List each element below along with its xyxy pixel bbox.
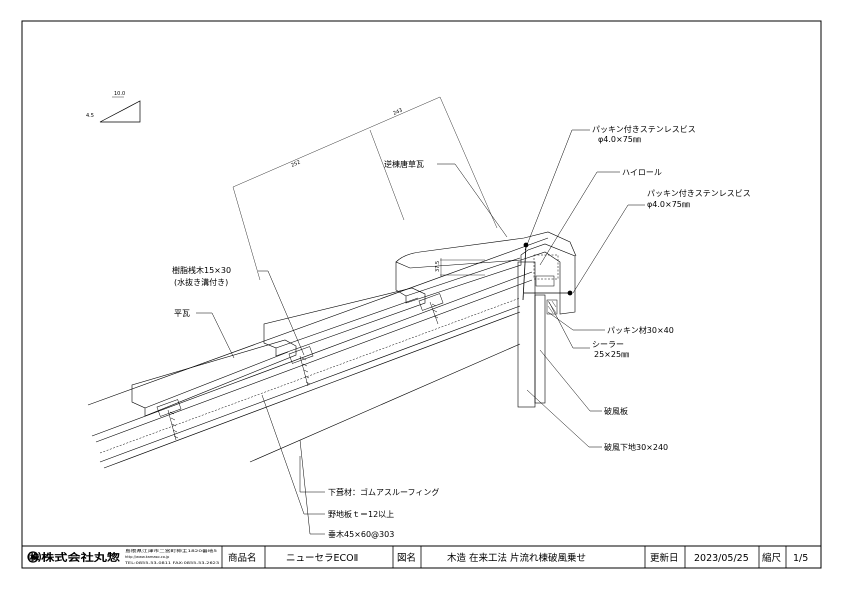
product-value: ニューセラECOⅡ [286, 553, 358, 564]
scale-value: 1/5 [793, 553, 808, 564]
dimension-lines [232, 96, 498, 281]
label-barge-base: 破風下地30×240 [604, 442, 668, 452]
resin-battens [156, 293, 444, 417]
drawing-area [87, 96, 645, 535]
product-label: 商品名 [228, 552, 257, 564]
label-batten-2: (水抜き溝付き) [174, 277, 228, 287]
label-sealer-2: 25×25㎜ [594, 350, 629, 359]
label-screw-right-1: パッキン付きステンレスビス [647, 188, 751, 198]
label-rafter: 垂木45×60@303 [328, 529, 394, 539]
sheet-frame [21, 20, 822, 569]
label-ridge-tile: 逆棟唐草瓦 [384, 159, 424, 169]
company-address: 島根県江津市二宮町神主1820番地5 [125, 548, 217, 553]
label-sealer-1: シーラー [592, 340, 624, 349]
label-flat-tile: 平瓦 [174, 309, 190, 318]
company-tel-fax: TEL:0855-53-0811 FAX:0855-53-2623 [124, 561, 219, 565]
roof-structure-lines [87, 237, 549, 469]
slope-indicator [99, 96, 141, 123]
updated-value: 2023/05/25 [694, 553, 749, 564]
company-url: http://www.kamaso.co.jp [125, 555, 170, 559]
drawing-value: 木造 在来工法 片流れ棟破風乗せ [447, 552, 586, 564]
scale-label: 縮尺 [762, 552, 782, 564]
label-hi-roll: ハイロール [622, 168, 662, 177]
batten-screws [167, 301, 439, 441]
barge-board-assembly [517, 254, 559, 408]
label-screw-right-2: φ4.0×75㎜ [647, 200, 690, 209]
tile-width-left-text: 252 [290, 159, 301, 168]
updated-label: 更新日 [650, 552, 679, 564]
leader-lines [196, 129, 645, 535]
ridge-tile [395, 231, 577, 315]
drawing-label: 図名 [397, 552, 416, 564]
label-packing: パッキン材30×40 [607, 325, 674, 335]
company-logo-icon [27, 551, 39, 563]
label-screw-top-1: パッキン付きステンレスビス [592, 124, 696, 134]
label-barge-board: 破風板 [604, 406, 628, 416]
label-underlay: 下葺材：ゴムアスルーフィング [328, 487, 439, 497]
flat-tile-1 [131, 339, 297, 417]
tile-width-right-text: 243 [392, 107, 403, 116]
overlap-text: 37.5 [435, 261, 441, 272]
company-name: ㈱株式会社丸惣 [28, 551, 120, 564]
label-screw-top-2: φ4.0×75㎜ [598, 135, 641, 144]
title-block: ㈱株式会社丸惣 島根県江津市二宮町神主1820番地5 http://www.ka… [21, 545, 822, 569]
label-batten-1: 樹脂桟木15×30 [172, 265, 231, 275]
label-sheathing: 野地板ｔ＝12以上 [328, 509, 394, 519]
flat-tile-2 [263, 287, 426, 357]
slope-rise-text: 4.5 [86, 113, 94, 119]
slope-run-text: 10.0 [114, 91, 125, 97]
